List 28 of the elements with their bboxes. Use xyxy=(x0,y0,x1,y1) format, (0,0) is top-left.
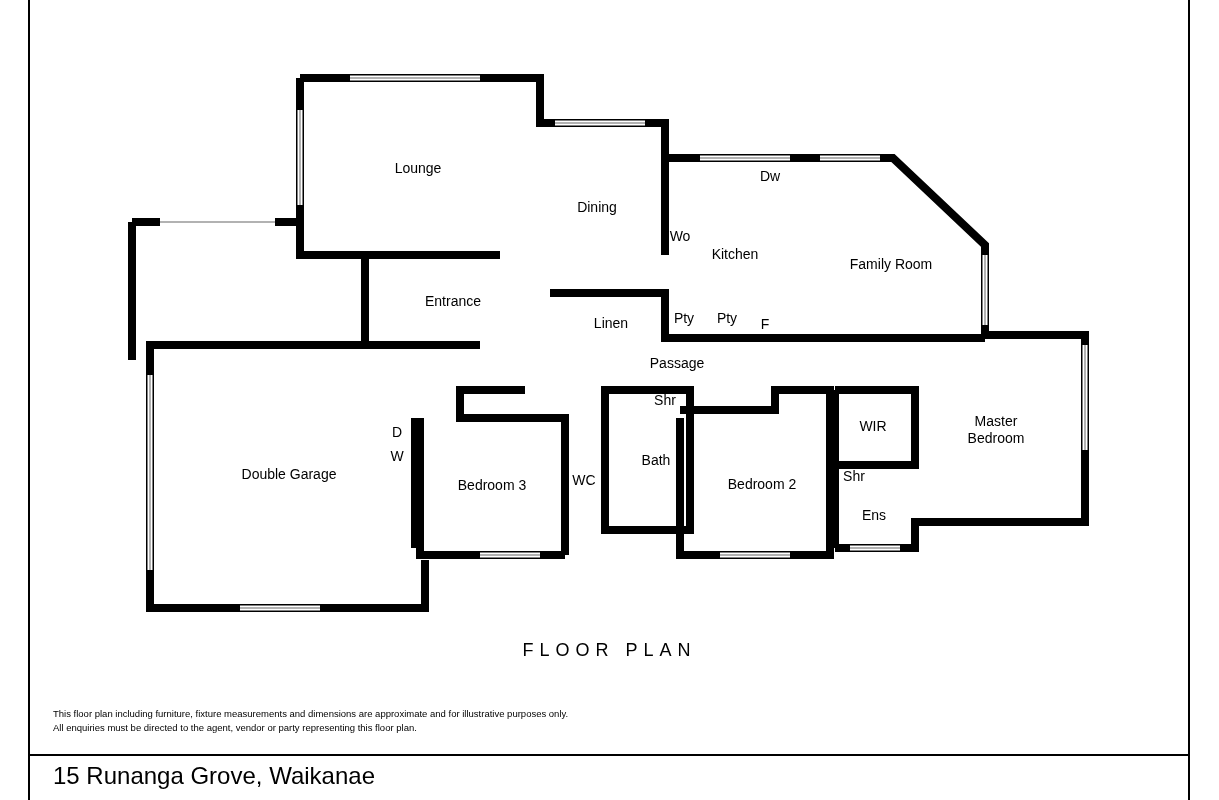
room-label: Pty xyxy=(673,309,695,327)
room-label: Double Garage xyxy=(241,465,337,483)
room-label: Bedroom 3 xyxy=(457,476,527,494)
room-label: Family Room xyxy=(849,255,933,273)
room-label: Bath xyxy=(641,451,671,469)
room-label: Master Bedroom xyxy=(966,413,1026,447)
room-label: Passage xyxy=(649,354,705,372)
fixture-label: Shr xyxy=(654,391,676,409)
room-label: Ens xyxy=(861,506,887,524)
room-label: Linen xyxy=(593,314,629,332)
room-label: Kitchen xyxy=(711,245,759,263)
appliance-label: Dw xyxy=(759,167,781,185)
room-label: Lounge xyxy=(394,159,442,177)
room-label: Pty xyxy=(716,309,738,327)
room-label: WIR xyxy=(859,417,887,435)
room-label: Entrance xyxy=(425,292,481,310)
disclaimer-note: This floor plan including furniture, fixture measurements and dimensions are approximate and for illustrative purposes only. xyxy=(53,708,569,719)
appliance-label: F xyxy=(760,315,770,333)
plan-caption: FLOOR PLAN xyxy=(521,640,698,661)
room-label: Bedroom 2 xyxy=(727,475,797,493)
appliance-label: D xyxy=(391,423,403,441)
room-label: WC xyxy=(572,471,596,489)
fixture-label: Shr xyxy=(843,467,865,485)
disclaimer-note: All enquiries must be directed to the agent, vendor or party representing this floor plan. xyxy=(53,722,417,733)
appliance-label: Wo xyxy=(669,227,691,245)
appliance-label: W xyxy=(390,447,404,465)
room-label: Dining xyxy=(577,198,617,216)
address-title: 15 Runanga Grove, Waikanae xyxy=(53,762,375,790)
